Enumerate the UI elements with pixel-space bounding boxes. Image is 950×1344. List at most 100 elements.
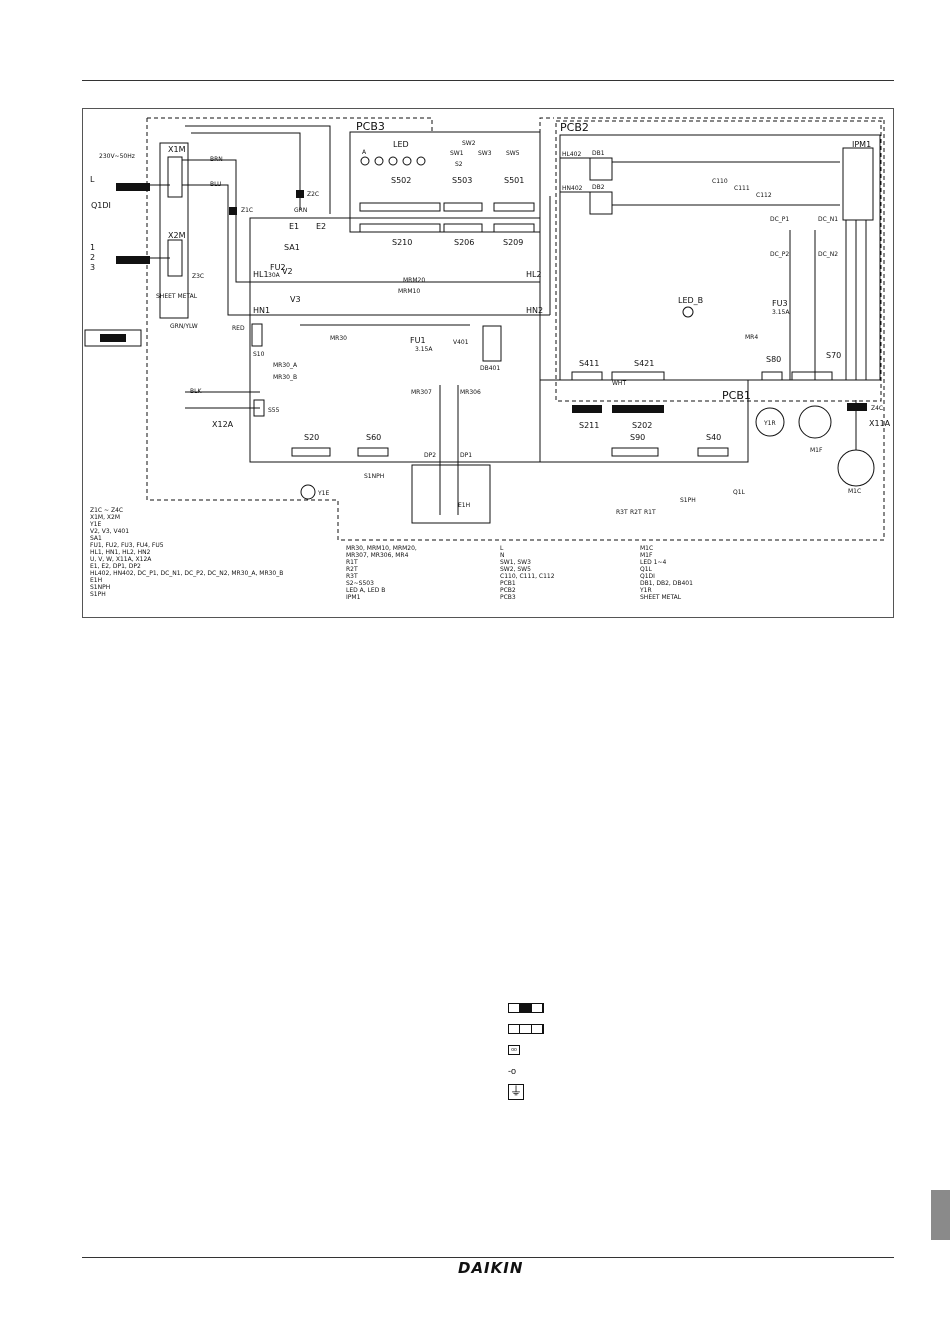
legend-row <box>508 997 628 1018</box>
led-b-label: LED_B <box>678 296 703 305</box>
legend-item: IPM1 <box>346 594 361 601</box>
s209-label: S209 <box>503 238 523 247</box>
x1m-label: X1M <box>168 145 186 154</box>
r1t-label: R1T <box>644 509 656 516</box>
s211-header <box>572 405 602 413</box>
s501-label: S501 <box>504 176 524 185</box>
x2m-terminal <box>167 239 183 277</box>
sw2-label: SW2 <box>462 140 476 147</box>
mr30a-label: MR30_A <box>273 362 298 369</box>
z2c-label: Z2C <box>307 191 319 198</box>
s503-header <box>443 202 483 212</box>
sw1-label: SW1 <box>450 150 464 157</box>
pcb3-boundary-top <box>147 117 553 133</box>
s503-label: S503 <box>452 176 472 185</box>
s10-label: S10 <box>253 351 265 358</box>
legend-item: SW1, SW3 <box>500 559 531 566</box>
v3-label: V3 <box>290 295 301 304</box>
legend-item: LED 1~4 <box>640 559 667 566</box>
legend-item: S1PH <box>90 591 106 598</box>
e1h-heater-box <box>411 464 491 524</box>
s202-label: S202 <box>632 421 652 430</box>
legend-item: PCB3 <box>500 594 516 601</box>
mr306-label: MR306 <box>460 389 481 396</box>
s20-header <box>291 447 331 457</box>
z4c-core <box>847 403 867 411</box>
s211-label: S211 <box>579 421 599 430</box>
legend-row: oo <box>508 1039 628 1060</box>
legend-item: LED A, LED B <box>346 587 385 594</box>
legend-row <box>508 1018 628 1039</box>
legend-item: E1, E2, DP1, DP2 <box>90 563 141 570</box>
legend-left: Z1C ~ Z4C X1M, X2M Y1E V2, V3, V401 SA1 … <box>89 507 283 598</box>
diagram-frame <box>82 108 894 618</box>
s202-header <box>612 405 664 413</box>
s2-label: S2 <box>455 161 463 168</box>
legend-item: R2T <box>346 566 358 573</box>
s10-header <box>251 323 263 347</box>
pcb1-label: PCB1 <box>722 389 751 402</box>
led-icon <box>402 156 412 166</box>
sw3-label: SW3 <box>478 150 492 157</box>
legend-row <box>508 1081 628 1102</box>
legend-mid: MR30, MRM10, MRM20, MR307, MR306, MR4 R1… <box>346 545 417 601</box>
v2-label: V2 <box>282 267 293 276</box>
y1e-label: Y1E <box>317 490 329 497</box>
legend-item: SA1 <box>90 535 102 542</box>
legend-row: -o <box>508 1060 628 1081</box>
m1f-label: M1F <box>810 447 823 454</box>
r2t-label: R2T <box>630 509 642 516</box>
legend-mid2: L N SW1, SW3 SW2, SW5 C110, C111, C112 P… <box>500 545 555 601</box>
x12a-label: X12A <box>212 420 234 429</box>
mr307-label: MR307 <box>411 389 432 396</box>
m1c-motor <box>837 449 875 487</box>
terminal-2-label: 2 <box>90 253 95 262</box>
dc-p2-label: DC_P2 <box>770 251 789 258</box>
legend-item: PCB1 <box>500 580 516 587</box>
s90-header <box>611 447 659 457</box>
led-row <box>360 156 426 166</box>
hn2-label: HN2 <box>526 306 543 315</box>
wire-blu-label: BLU <box>210 181 222 188</box>
x1m-terminal <box>167 156 183 198</box>
legend-item: N <box>500 552 505 559</box>
protective-earth-icon <box>508 1082 548 1100</box>
s502-header <box>359 202 441 212</box>
db401-bridge <box>482 325 502 362</box>
led-b-indicator <box>682 306 694 318</box>
daikin-logo: DAIKIN <box>458 1259 524 1277</box>
sw5-label: SW5 <box>506 150 520 157</box>
x11a-label: X11A <box>869 419 891 428</box>
s40-header <box>697 447 729 457</box>
wire-top-2 <box>191 132 301 210</box>
y1e-valve <box>300 484 316 500</box>
x2m-label: X2M <box>168 231 186 240</box>
legend-item: M1F <box>640 552 653 559</box>
z2c-ferrite <box>296 190 304 198</box>
power-label: 230V~50Hz <box>99 153 135 160</box>
dp2-label: DP2 <box>424 452 436 459</box>
e1h-label: E1H <box>458 502 470 509</box>
fu3-label: FU3 <box>772 299 788 308</box>
legend-item: R1T <box>346 559 358 566</box>
wire-blk-label: BLK <box>190 388 202 395</box>
sheet-metal-label: SHEET METAL <box>156 293 198 300</box>
legend-item: U, V, W, X11A, X12A <box>90 556 152 563</box>
mr4-label: MR4 <box>745 334 758 341</box>
c110-label: C110 <box>712 178 728 185</box>
x1m-block <box>159 142 189 319</box>
q1l-label: Q1L <box>733 489 746 496</box>
fu2-label: FU2 <box>270 263 286 272</box>
hn1-label: HN1 <box>253 306 270 315</box>
m1f-motor <box>798 405 832 439</box>
s80-label: S80 <box>766 355 781 364</box>
connector-symbol-icon <box>508 1001 548 1015</box>
s60-label: S60 <box>366 433 381 442</box>
dc-n2-label: DC_N2 <box>818 251 838 258</box>
dp1-label: DP1 <box>460 452 472 459</box>
legend-item: S1NPH <box>90 584 110 591</box>
s55-header <box>253 399 265 417</box>
grn-ylw-label: GRN/YLW <box>170 323 198 330</box>
c111-label: C111 <box>734 185 750 192</box>
